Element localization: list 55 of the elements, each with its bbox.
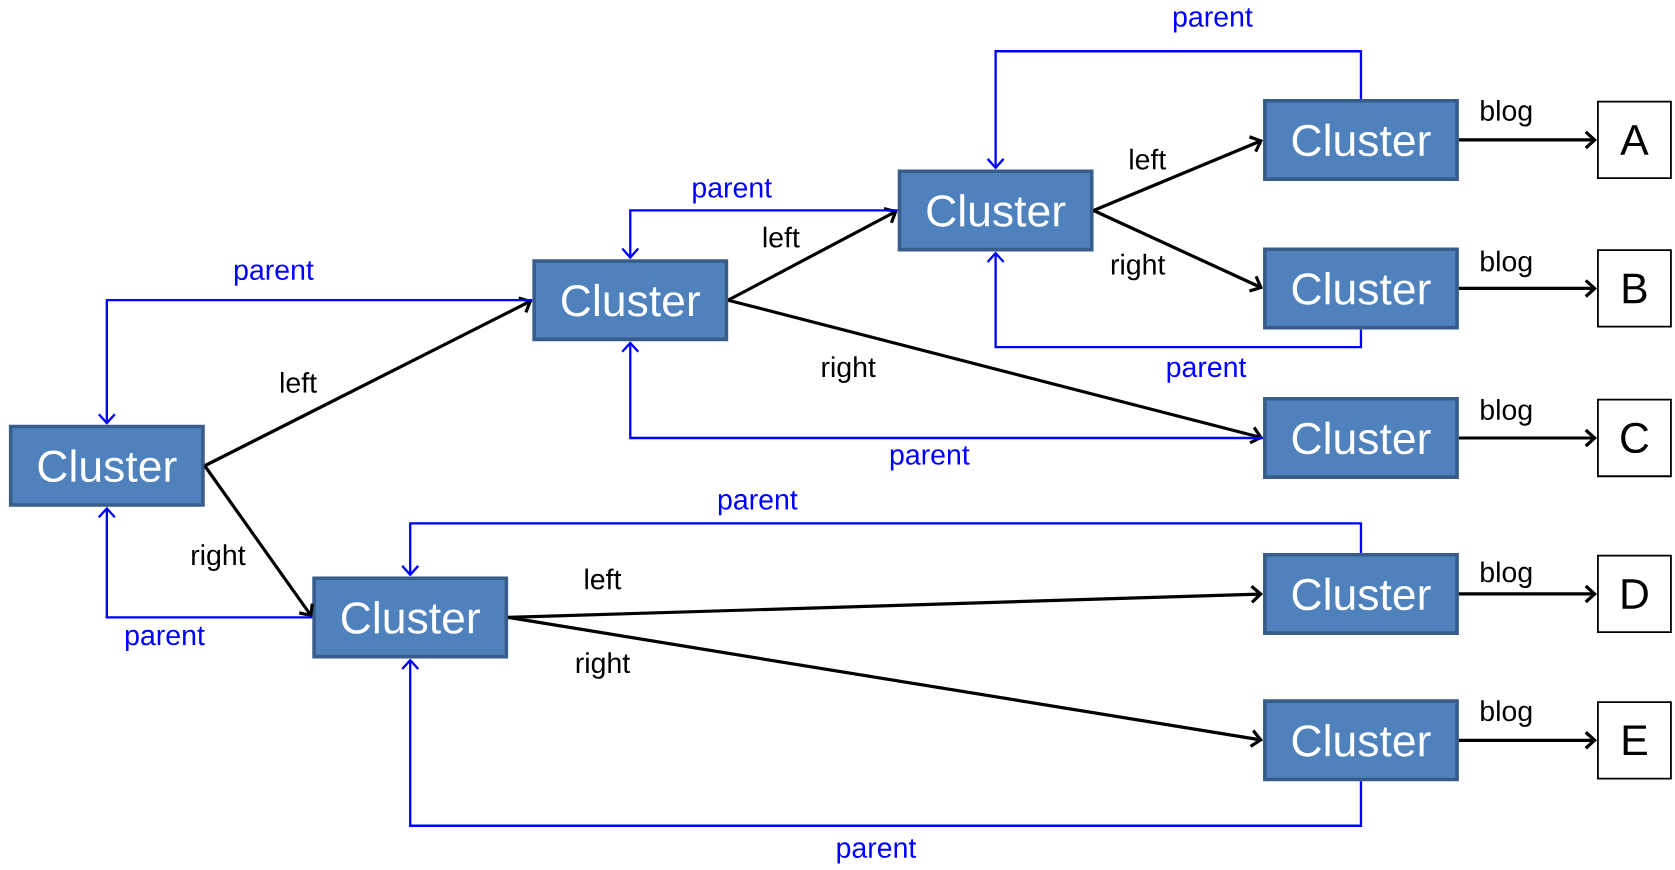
edge-label: parent [887,444,972,473]
cluster-box: Cluster [1263,699,1459,782]
arrow [986,50,1363,170]
cluster-box: Cluster [312,576,509,659]
edge-label: parent [1163,356,1249,385]
arrow [621,209,898,260]
edge-label: blog [1477,397,1535,428]
edge-label: right [1108,252,1168,283]
edge-label: blog [1477,98,1535,129]
arrow [1458,130,1598,150]
edge-label: parent [1170,6,1255,35]
edge-label: parent [122,625,207,653]
arrow [507,616,1264,748]
cluster-box: Cluster [1263,397,1459,480]
edge-label: right [188,542,248,573]
arrow [203,465,314,618]
arrow [1458,279,1598,298]
arrow [727,207,898,302]
edge-label: right [818,354,878,385]
arrow [727,298,1264,445]
edge-label: parent [833,837,919,866]
edge-label: blog [1477,559,1535,590]
arrow [97,506,313,619]
letter-box: C [1597,399,1672,478]
edge-label: blog [1477,249,1535,280]
edge-label: parent [689,177,774,206]
cluster-box: Cluster [1263,553,1459,636]
cluster-box: Cluster [897,169,1094,252]
arrow [1458,731,1598,750]
edge-label: left [760,225,802,250]
arrow [1092,135,1264,213]
arrow [1458,584,1598,604]
cluster-box: Cluster [8,425,205,507]
edge-label: parent [231,259,316,288]
arrow [97,299,533,426]
arrow [204,296,533,468]
arrow [1092,209,1264,293]
edge-label: blog [1477,698,1535,729]
letter-box: A [1597,101,1672,180]
letter-box: B [1597,249,1672,328]
arrow [401,522,1363,577]
edge-label: left [581,566,624,592]
edge-label: right [573,650,632,681]
arrow [401,658,1363,828]
arrow [1458,429,1598,448]
letter-box: E [1597,701,1672,780]
edge-label: parent [715,489,800,518]
cluster-box: Cluster [1263,99,1459,182]
edge-label: left [277,370,319,395]
arrow [621,341,1264,440]
cluster-box: Cluster [1263,247,1459,330]
edge-label: left [1126,147,1169,172]
letter-box: D [1597,555,1672,634]
arrow [986,251,1363,349]
cluster-box: Cluster [532,259,729,342]
